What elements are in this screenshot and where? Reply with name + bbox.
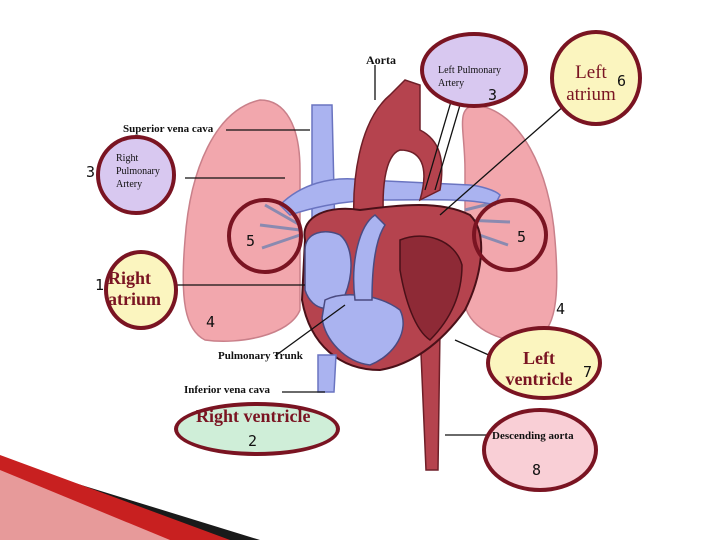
right-lung-capillaries-ellipse	[227, 198, 303, 274]
right-pulmonary-artery-ellipse	[96, 135, 176, 215]
number-left-pulmonary-artery: 3	[488, 86, 498, 104]
label-superior-vena-cava: Superior vena cava	[123, 123, 214, 135]
number-left-lung-capillaries: 5	[517, 228, 527, 246]
label-left-ventricle: Left ventricle	[505, 348, 573, 389]
left-pulmonary-artery-ellipse	[420, 32, 528, 108]
pulmonary-trunk-shape	[352, 214, 386, 301]
left-lung-capillaries-ellipse	[472, 198, 548, 272]
number-right-lung-capillaries: 5	[246, 232, 256, 250]
right-atrium-shape	[304, 231, 352, 310]
descending-aorta-ellipse	[482, 408, 598, 492]
number-left-atrium: 6	[617, 72, 627, 90]
right-atrium-ellipse	[104, 250, 178, 330]
number-right-ventricle: 2	[248, 432, 258, 450]
label-left-atrium: Left atrium	[566, 62, 616, 105]
leader-lines	[170, 65, 566, 436]
label-inferior-vena-cava: Inferior vena cava	[184, 384, 270, 396]
label-descending-aorta: Descending aorta	[492, 430, 574, 442]
label-right-ventricle: Right ventricle	[196, 406, 311, 426]
number-left-ventricle: 7	[583, 363, 593, 381]
ribbon-pink	[0, 470, 170, 540]
label-right-pulmonary-artery: Right Pulmonary Artery	[116, 153, 160, 190]
label-left-pulmonary-artery: Left Pulmonary Artery	[438, 65, 502, 89]
number-right-atrium: 1	[95, 276, 105, 294]
number-left-lung: 4	[556, 300, 566, 318]
aorta-shape	[353, 79, 443, 236]
number-right-pulmonary-artery: 3	[86, 163, 96, 181]
inferior-vena-cava-shape	[317, 354, 337, 393]
number-right-lung: 4	[206, 313, 216, 331]
right-ventricle-ellipse	[174, 402, 340, 456]
left-atrium-ellipse	[550, 30, 642, 126]
label-aorta: Aorta	[366, 53, 396, 67]
left-ventricle-shape	[399, 235, 463, 341]
left-ventricle-ellipse	[486, 326, 602, 400]
number-descending-aorta: 8	[532, 461, 542, 479]
label-pulmonary-trunk: Pulmonary Trunk	[218, 350, 303, 362]
label-right-atrium: Right atrium	[108, 268, 161, 309]
